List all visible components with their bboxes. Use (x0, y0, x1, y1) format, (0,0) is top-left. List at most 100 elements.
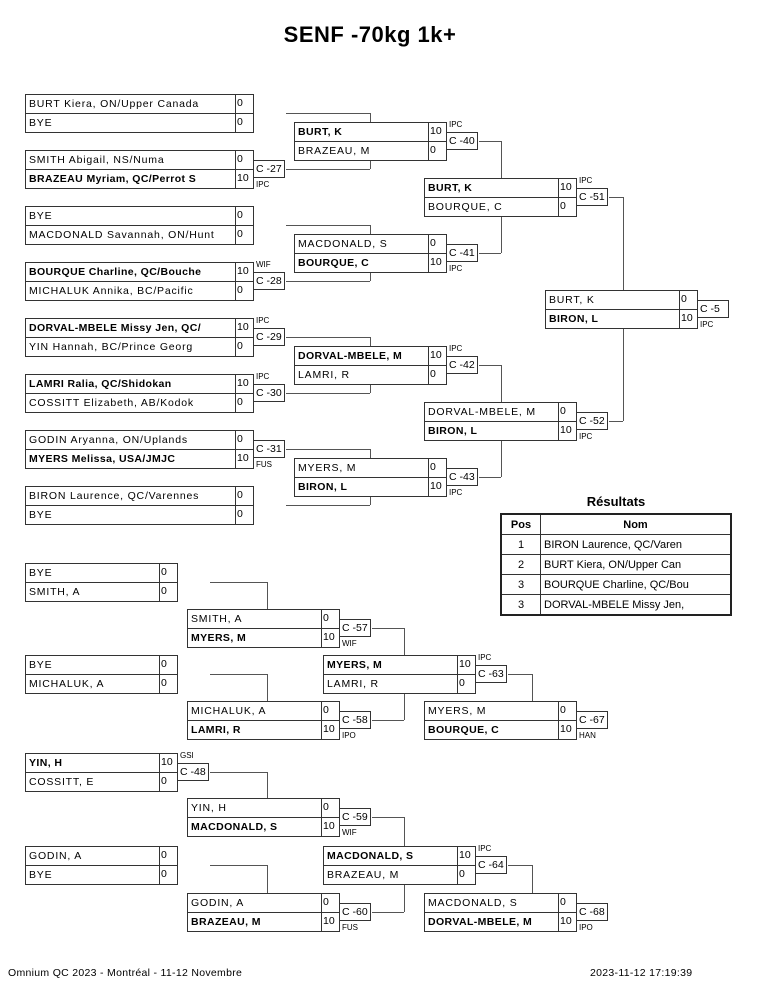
competitor-score: 0 (235, 207, 253, 225)
competitor-name: SMITH Abigail, NS/Numa (29, 154, 165, 166)
contest-number-box: C -67 (576, 711, 608, 729)
connector-line (370, 449, 371, 458)
connector-line (501, 141, 502, 178)
competitor-score: 0 (235, 338, 253, 357)
connector-line (501, 365, 502, 402)
competitor-name: MICHALUK Annika, BC/Pacific (29, 285, 194, 297)
win-code-label: IPC (478, 844, 492, 853)
win-code-label: FUS (342, 923, 358, 932)
connector-line (267, 674, 268, 701)
competitor-name: BURT, K (298, 126, 343, 138)
competitor-score: 10 (558, 422, 576, 441)
competitor-row[interactable]: DORVAL-MBELE Missy Jen, QC/10 (26, 319, 253, 338)
connector-line (479, 141, 501, 142)
competitor-row[interactable]: YIN Hannah, BC/Prince Georg 0 (26, 338, 253, 357)
win-code-label: FUS (256, 460, 272, 469)
connector-line (501, 441, 502, 477)
competitor-score: 0 (558, 702, 576, 720)
competitor-score: 10 (428, 347, 446, 365)
competitor-row[interactable]: SMITH Abigail, NS/Numa 0 (26, 151, 253, 170)
connector-line (370, 225, 371, 234)
competitor-score: 10 (235, 319, 253, 337)
connector-line (210, 674, 267, 675)
competitor-name: BYE (29, 117, 53, 129)
competitor-name: MACDONALD, S (428, 897, 518, 909)
competitor-name: SMITH, A (191, 613, 243, 625)
competitor-row[interactable]: BYE 0 (26, 207, 253, 226)
competitor-name: MYERS, M (191, 632, 247, 644)
contest-number-box: C -59 (339, 808, 371, 826)
competitor-name: YIN Hannah, BC/Prince Georg (29, 341, 194, 353)
competitor-score: 0 (321, 894, 339, 912)
win-code-label: IPC (449, 120, 463, 129)
connector-line (501, 217, 502, 253)
competitor-score: 0 (235, 151, 253, 169)
competitor-name: LAMRI, R (327, 678, 379, 690)
results-header-name: Nom (540, 513, 732, 535)
competitor-name: LAMRI, R (298, 369, 350, 381)
competitor-name: BRAZEAU Myriam, QC/Perrot S (29, 173, 197, 185)
result-name: BOURQUE Charline, QC/Bou (540, 574, 732, 595)
competitor-name: BYE (29, 210, 53, 222)
result-name: DORVAL-MBELE Missy Jen, (540, 594, 732, 616)
connector-line (532, 865, 533, 893)
result-name: BIRON Laurence, QC/Varen (540, 534, 732, 555)
win-code-label: IPC (700, 320, 714, 329)
